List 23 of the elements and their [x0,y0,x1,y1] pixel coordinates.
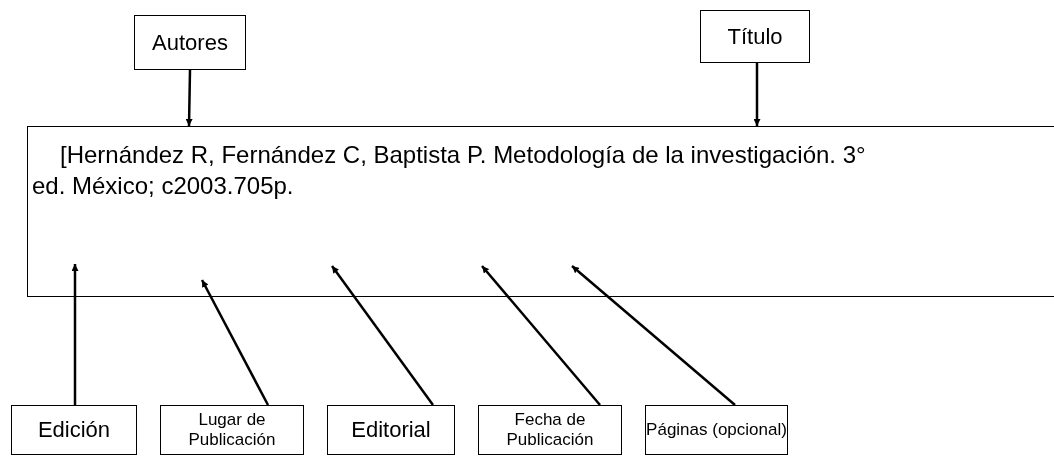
label-box [645,405,788,455]
label-text: Autores [152,29,228,56]
label-box [134,15,246,70]
arrow [185,69,193,127]
label-text: Fecha de Publicación [505,410,595,450]
arrow [481,265,601,406]
label-box [700,10,810,63]
label-box [11,405,137,455]
label-box [327,405,455,455]
arrow [71,264,79,405]
arrow [571,265,736,406]
label-box [478,405,622,455]
label-text: Título [727,23,783,50]
arrow [753,63,761,126]
arrow [200,279,270,406]
label-text: Páginas (opcional) [646,420,787,440]
citation-box [27,126,1054,297]
label-box [160,405,304,455]
label-text: Editorial [351,417,431,443]
citation-text: [Hernández R, Fernández C, Baptista P. Metodología de la investigación. 3° ed. México; c2003.705p. [32,140,867,201]
arrow [331,265,434,406]
label-text: Lugar de Publicación [187,410,277,450]
label-text: Edición [37,417,111,443]
